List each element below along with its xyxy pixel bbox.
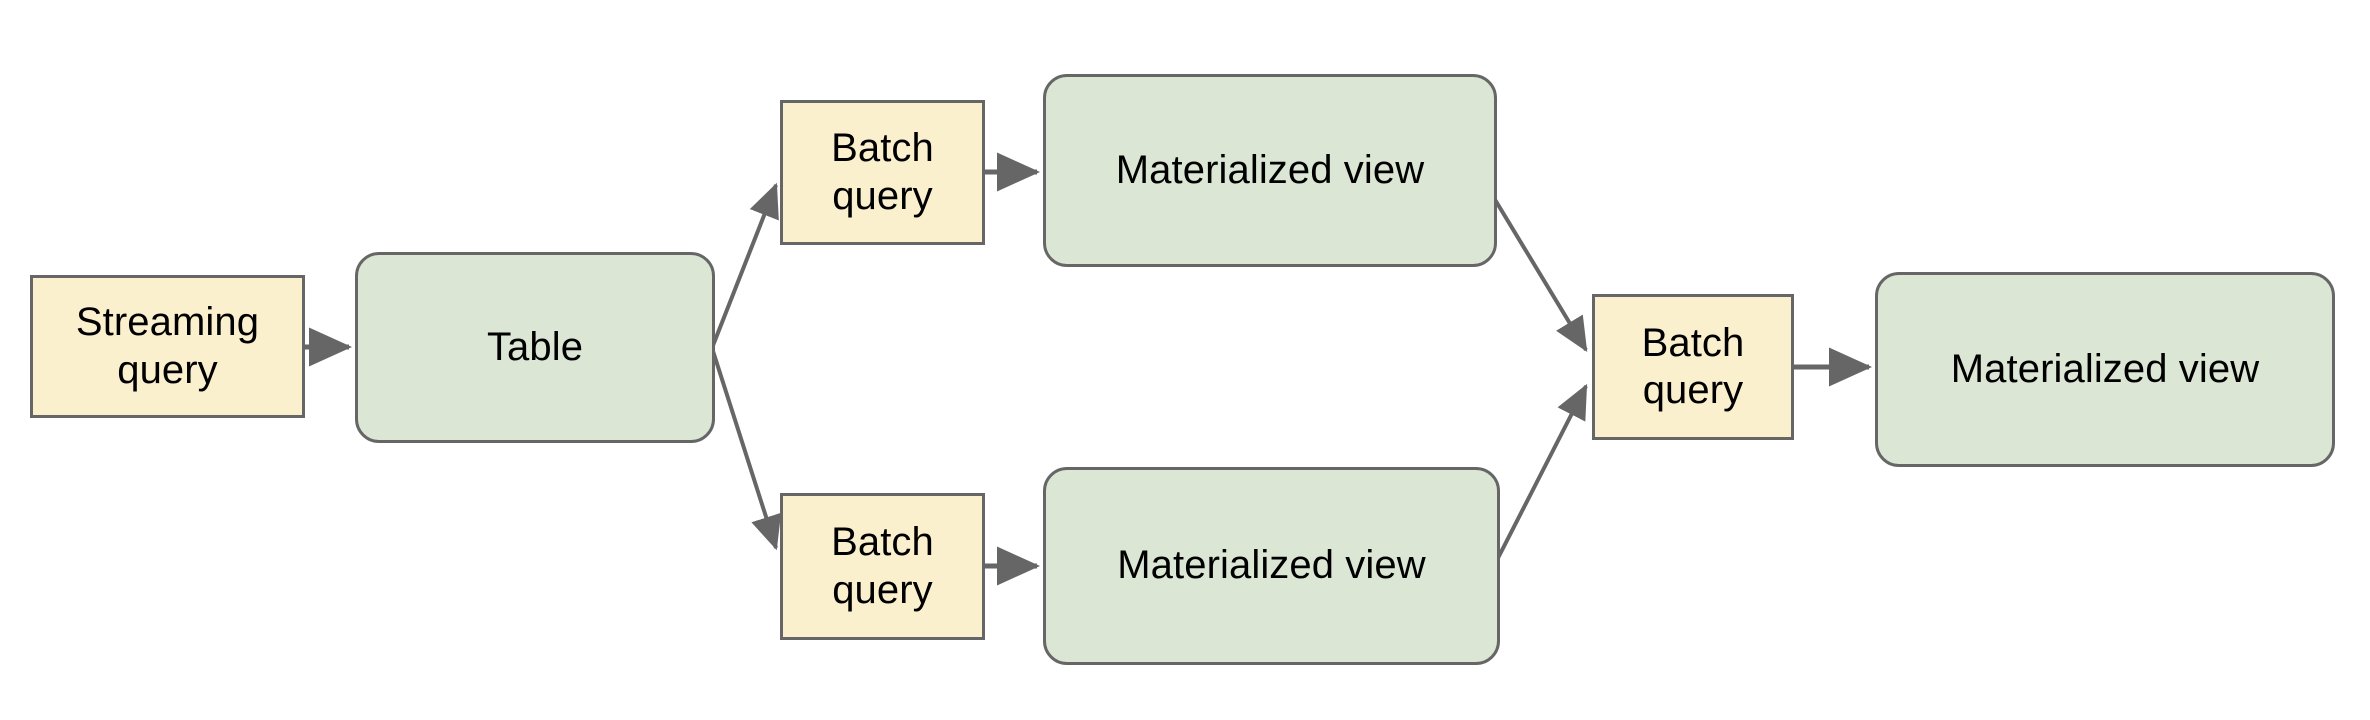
node-batch-query-bottom[interactable]: Batch query bbox=[780, 493, 985, 640]
edge-table-to-batch-bottom bbox=[710, 347, 782, 551]
node-streaming-query[interactable]: Streaming query bbox=[30, 275, 305, 418]
edge-mv-top-to-batch-right bbox=[1492, 196, 1588, 353]
node-materialized-view-bottom-label: Materialized view bbox=[1117, 543, 1426, 588]
edge-table-to-batch-top bbox=[710, 182, 779, 349]
node-batch-query-right[interactable]: Batch query bbox=[1592, 294, 1794, 440]
node-materialized-view-top-label: Materialized view bbox=[1115, 147, 1425, 192]
node-materialized-view-top[interactable]: Materialized view bbox=[1043, 74, 1497, 267]
edge-mv-bottom-to-batch-right bbox=[1495, 383, 1588, 561]
node-materialized-view-right[interactable]: Materialized view bbox=[1875, 272, 2335, 467]
node-batch-query-top-label: Batch query bbox=[831, 126, 934, 218]
node-batch-query-right-label: Batch query bbox=[1641, 320, 1745, 412]
node-streaming-query-label: Streaming query bbox=[75, 300, 260, 392]
node-materialized-view-bottom[interactable]: Materialized view bbox=[1043, 467, 1500, 665]
node-materialized-view-right-label: Materialized view bbox=[1950, 346, 2260, 391]
node-table[interactable]: Table bbox=[355, 252, 715, 443]
node-table-label: Table bbox=[486, 324, 584, 369]
node-batch-query-top[interactable]: Batch query bbox=[780, 100, 985, 245]
node-batch-query-bottom-label: Batch query bbox=[831, 520, 934, 612]
